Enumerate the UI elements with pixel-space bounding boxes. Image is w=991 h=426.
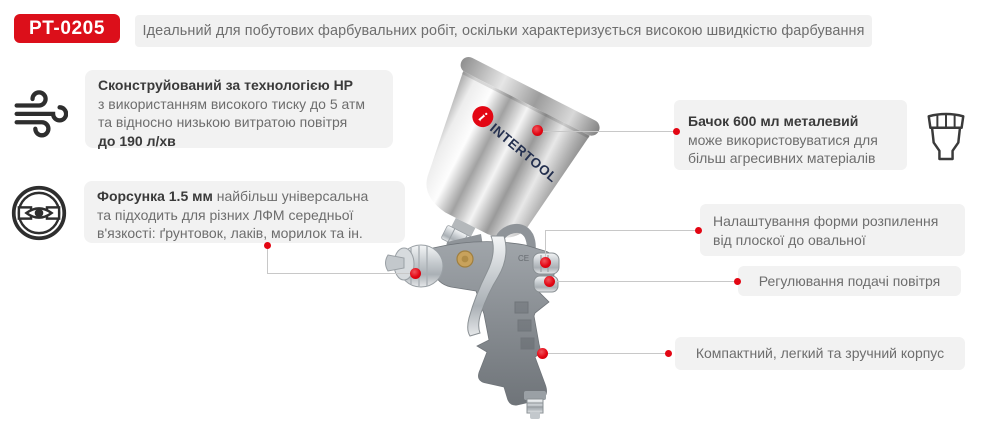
paint-cup-icon xyxy=(923,105,969,167)
callout-marker-pattern xyxy=(694,226,702,234)
spray-gun-image: i INTERTOOL CE xyxy=(385,57,600,419)
callout-line: Регулювання подачі повітря xyxy=(758,272,941,289)
callout-line-cup xyxy=(537,130,676,132)
feature-title: Сконструйований за технологією HP xyxy=(98,77,354,93)
callout-line-body xyxy=(542,352,668,354)
feature-line: в'язкості: ґрунтовок, лаків, морилок та … xyxy=(97,225,363,242)
feature-lead: Форсунка 1.5 мм xyxy=(97,188,213,204)
trigger xyxy=(467,235,507,337)
callout-marker-nozzle xyxy=(263,241,271,249)
callout-line-air xyxy=(549,280,737,282)
callout-title: Бачок 600 мл металевий xyxy=(688,113,859,129)
callout-card-spray-pattern: Налаштування форми розпилення від плоско… xyxy=(700,204,965,256)
callout-card-cup: Бачок 600 мл металевий може використовув… xyxy=(674,100,907,170)
callout-line-nozzle-vertical xyxy=(266,247,268,273)
feature-line: з використанням високого тиску до 5 атм xyxy=(98,95,366,112)
part-marker-cup xyxy=(531,124,543,136)
feature-lead-rest: найбільш універсальна xyxy=(216,188,369,204)
description-text: Ідеальний для побутових фарбувальних роб… xyxy=(142,23,865,39)
description-banner: Ідеальний для побутових фарбувальних роб… xyxy=(135,15,872,47)
feature-card-nozzle: Форсунка 1.5 мм найбільш універсальна та… xyxy=(84,181,405,243)
feature-card-hp-technology: Сконструйований за технологією HP з вико… xyxy=(85,70,393,149)
brand-logo-icon xyxy=(472,106,494,128)
feature-line: та відносно низькою витратою повітря xyxy=(98,114,348,131)
air-flow-icon xyxy=(12,86,68,138)
callout-line: Налаштування форми розпилення xyxy=(713,213,939,229)
air-cap xyxy=(385,244,444,288)
air-inlet xyxy=(524,391,546,419)
callout-marker-air xyxy=(733,277,741,285)
callout-line: може використовуватися для xyxy=(688,131,878,148)
part-marker-air-knob xyxy=(543,275,555,287)
feature-line: Форсунка 1.5 мм найбільш універсальна xyxy=(97,187,392,206)
callout-marker-body xyxy=(664,349,672,357)
callout-line-pattern xyxy=(545,229,698,231)
model-badge: PT-0205 xyxy=(14,14,120,43)
callout-marker-cup xyxy=(672,127,680,135)
callout-card-compact-body: Компактний, легкий та зручний корпус xyxy=(675,337,965,370)
feature-line: та підходить для різних ЛФМ середньої xyxy=(97,206,354,223)
part-marker-body xyxy=(536,347,548,359)
callout-card-air-regulation: Регулювання подачі повітря xyxy=(738,266,961,296)
part-marker-pattern-knob xyxy=(539,256,551,268)
feature-line-bold: до 190 л/хв xyxy=(98,132,176,149)
callout-line-nozzle xyxy=(267,272,415,274)
callout-line: більш агресивних матеріалів xyxy=(688,150,876,167)
nozzle-tip xyxy=(385,254,405,272)
paint-cup: i INTERTOOL xyxy=(426,57,600,252)
callout-line: Компактний, легкий та зручний корпус xyxy=(695,345,945,362)
grip-cutouts xyxy=(514,301,535,350)
spray-nozzle-icon xyxy=(10,184,68,242)
model-number: PT-0205 xyxy=(28,17,106,39)
part-marker-nozzle xyxy=(409,267,421,279)
ce-mark: CE xyxy=(518,254,529,263)
callout-line-pattern-vertical xyxy=(544,230,546,262)
callout-line: від плоскої до овальної xyxy=(713,231,866,248)
